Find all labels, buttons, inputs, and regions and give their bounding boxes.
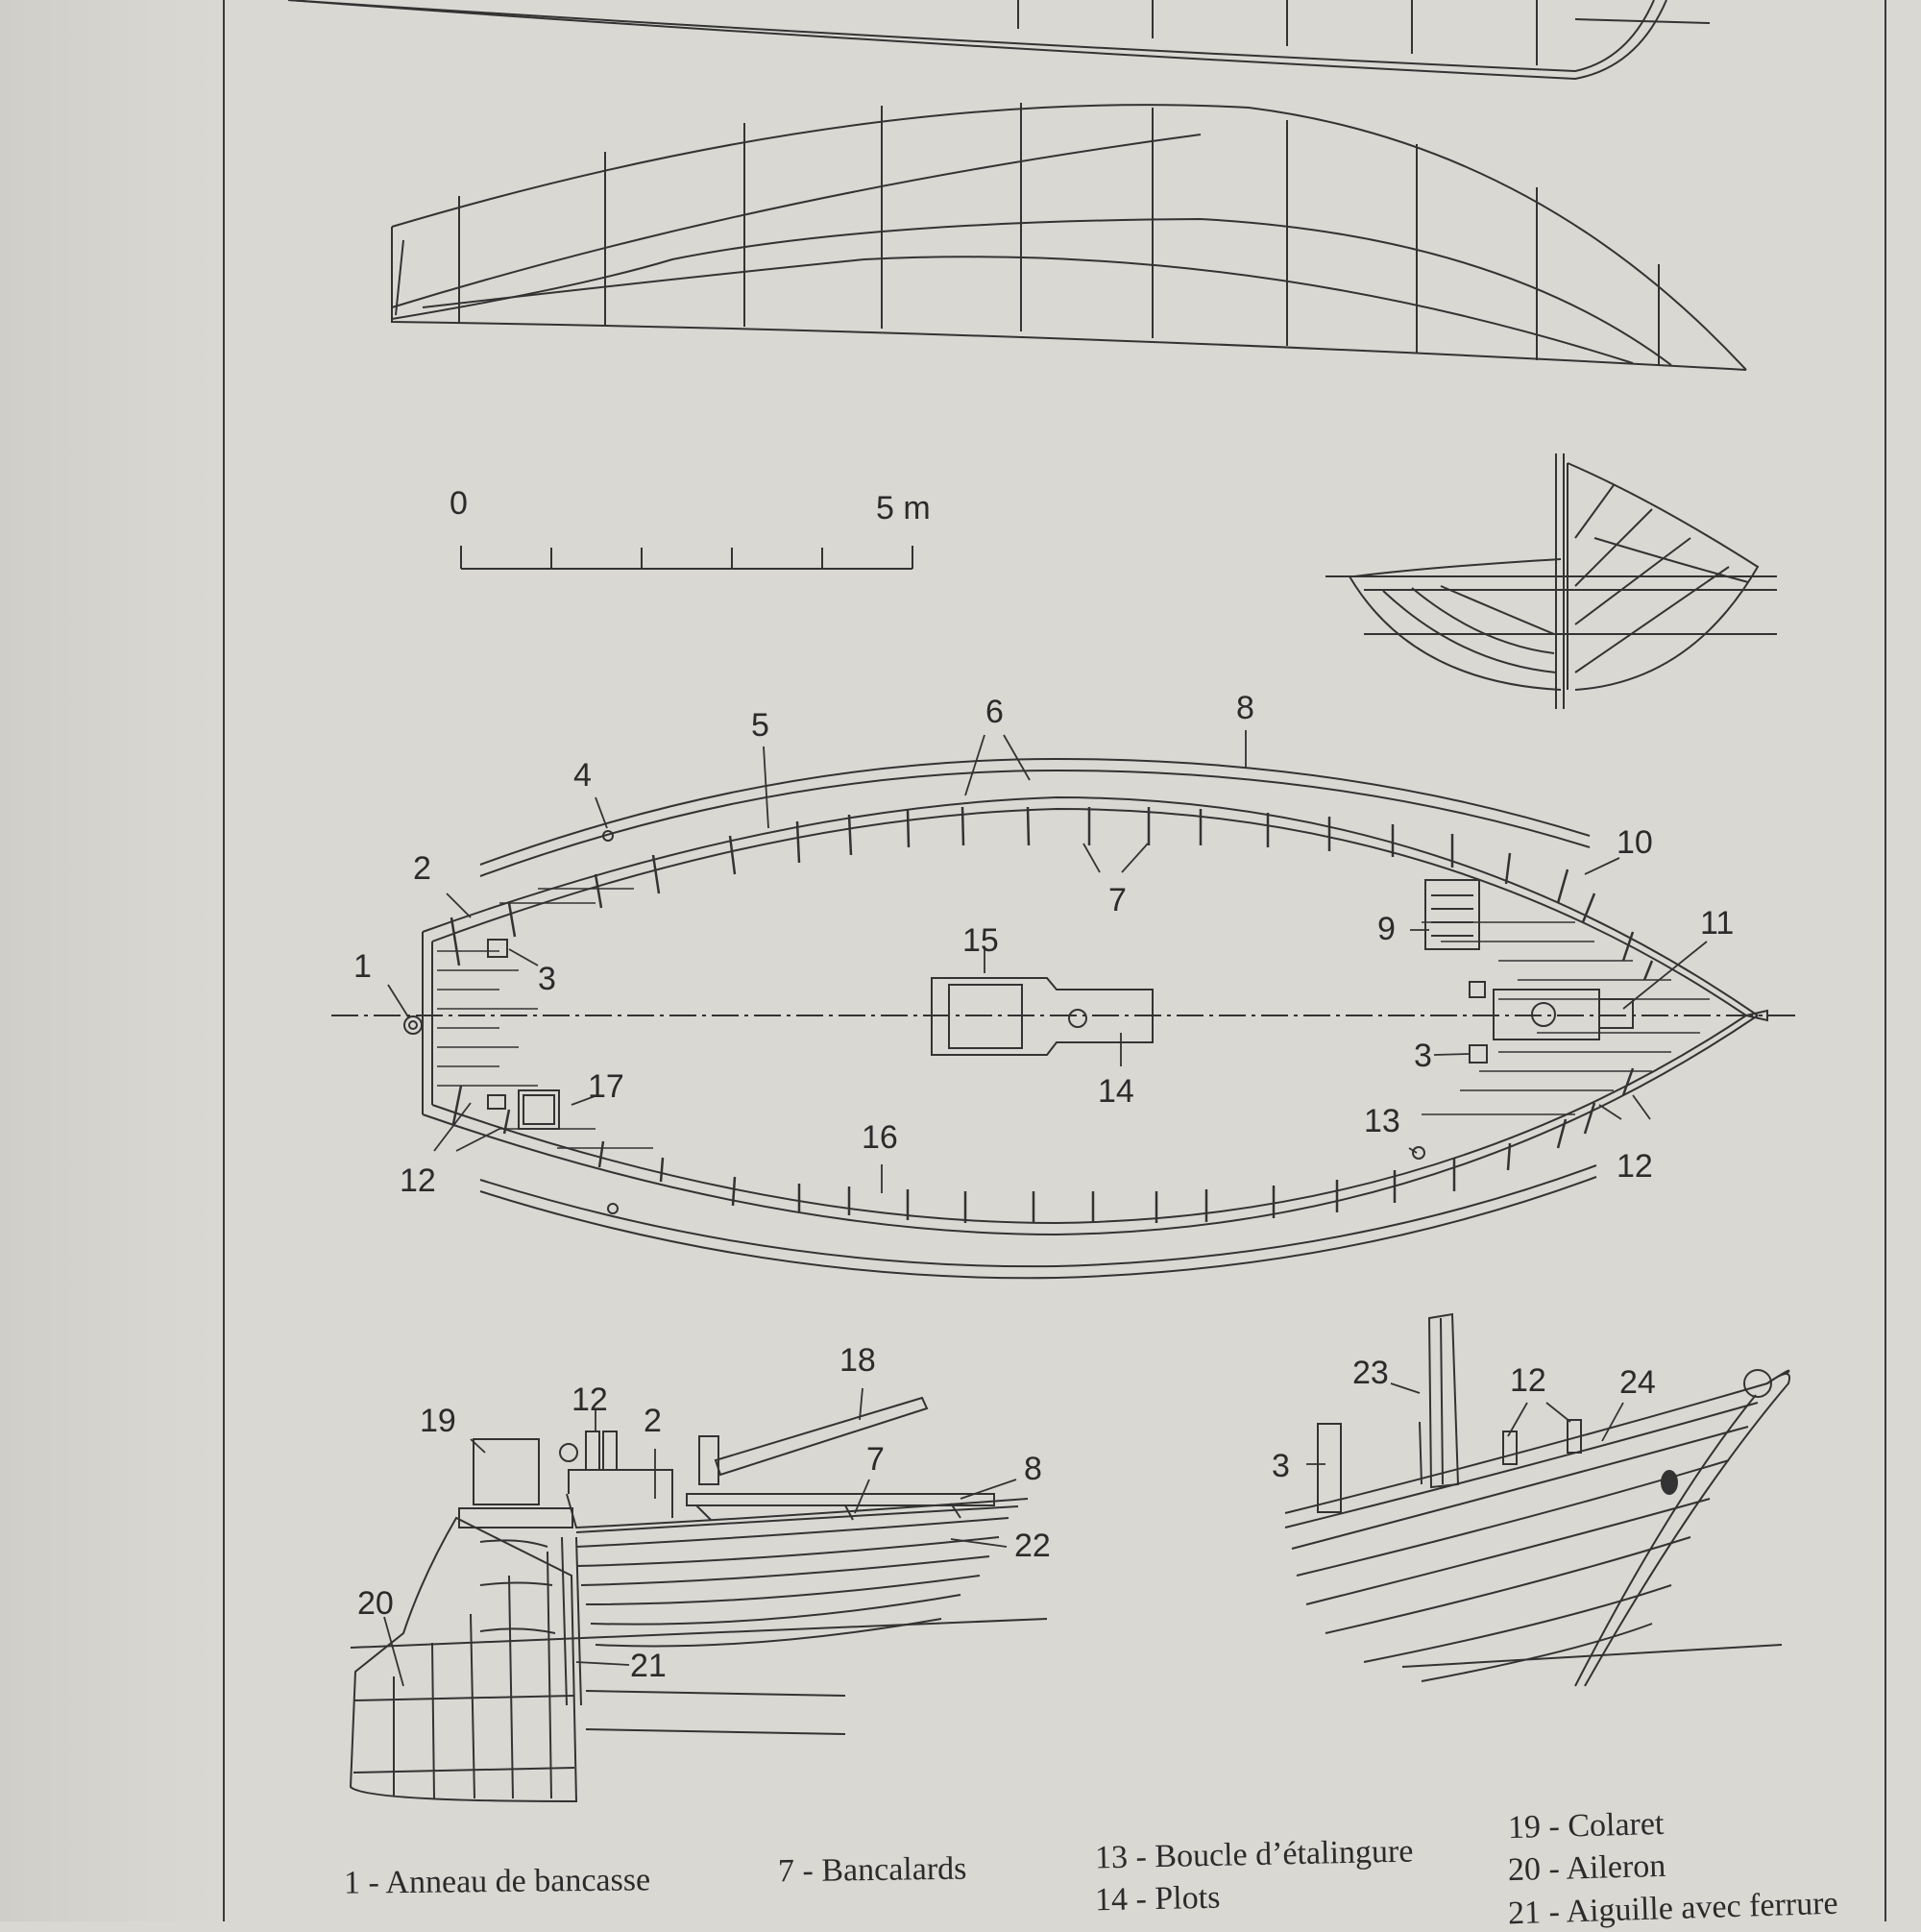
callout-bow-12: 12 — [1510, 1362, 1546, 1399]
legend-item-19: 19 - Colaret — [1507, 1805, 1665, 1846]
callout-3a: 3 — [538, 961, 556, 997]
hull-side-elevation — [391, 103, 1747, 371]
callout-15: 15 — [962, 922, 999, 959]
callout-2: 2 — [413, 850, 431, 887]
callout-13: 13 — [1364, 1103, 1400, 1139]
deck-plan-view — [331, 730, 1801, 1280]
legend-item-7: 7 - Bancalards — [777, 1850, 967, 1890]
stern-detail-view — [349, 1387, 1048, 1803]
legend-item-1: 1 - Anneau de bancasse — [343, 1862, 651, 1901]
callout-1: 1 — [353, 948, 372, 985]
callout-bow-24: 24 — [1619, 1364, 1656, 1401]
callout-stern-12: 12 — [571, 1382, 608, 1418]
callout-16: 16 — [862, 1119, 898, 1156]
callout-stern-2: 2 — [644, 1403, 662, 1439]
callout-12b: 12 — [1617, 1148, 1653, 1185]
callout-3b: 3 — [1414, 1038, 1432, 1074]
scale-end-label: 5 m — [876, 490, 931, 526]
top-hull-profile-partial — [287, 0, 1711, 81]
callout-17: 17 — [588, 1068, 624, 1105]
callout-5: 5 — [751, 707, 769, 744]
callout-9: 9 — [1377, 911, 1396, 947]
callout-10: 10 — [1617, 824, 1653, 861]
callout-4: 4 — [573, 757, 592, 794]
callout-stern-7: 7 — [866, 1441, 885, 1478]
callout-7: 7 — [1108, 882, 1127, 918]
callout-6: 6 — [985, 694, 1004, 730]
callout-11: 11 — [1700, 905, 1734, 942]
hull-body-section — [1325, 453, 1777, 709]
callout-stern-20: 20 — [357, 1585, 394, 1622]
callout-stern-19: 19 — [420, 1403, 456, 1439]
callout-bow-3: 3 — [1272, 1448, 1290, 1484]
callout-bow-23: 23 — [1352, 1355, 1389, 1391]
legend-item-13: 13 - Boucle d’étalingure — [1094, 1833, 1414, 1876]
legend-item-14: 14 - Plots — [1094, 1879, 1221, 1919]
left-border-rule — [223, 0, 225, 1921]
callout-14: 14 — [1098, 1073, 1134, 1110]
scale-bar — [460, 546, 913, 570]
callout-8: 8 — [1236, 690, 1254, 726]
scale-start-label: 0 — [450, 485, 468, 522]
page-margin-shadow — [0, 0, 221, 1921]
bow-detail-view — [1284, 1312, 1790, 1687]
callout-stern-22: 22 — [1014, 1528, 1051, 1564]
callout-stern-21: 21 — [630, 1648, 667, 1684]
right-border-rule — [1885, 0, 1886, 1921]
callout-stern-18: 18 — [839, 1342, 876, 1379]
legend-item-20: 20 - Aileron — [1507, 1847, 1666, 1889]
callout-stern-8: 8 — [1024, 1451, 1042, 1487]
callout-12a: 12 — [400, 1162, 436, 1199]
